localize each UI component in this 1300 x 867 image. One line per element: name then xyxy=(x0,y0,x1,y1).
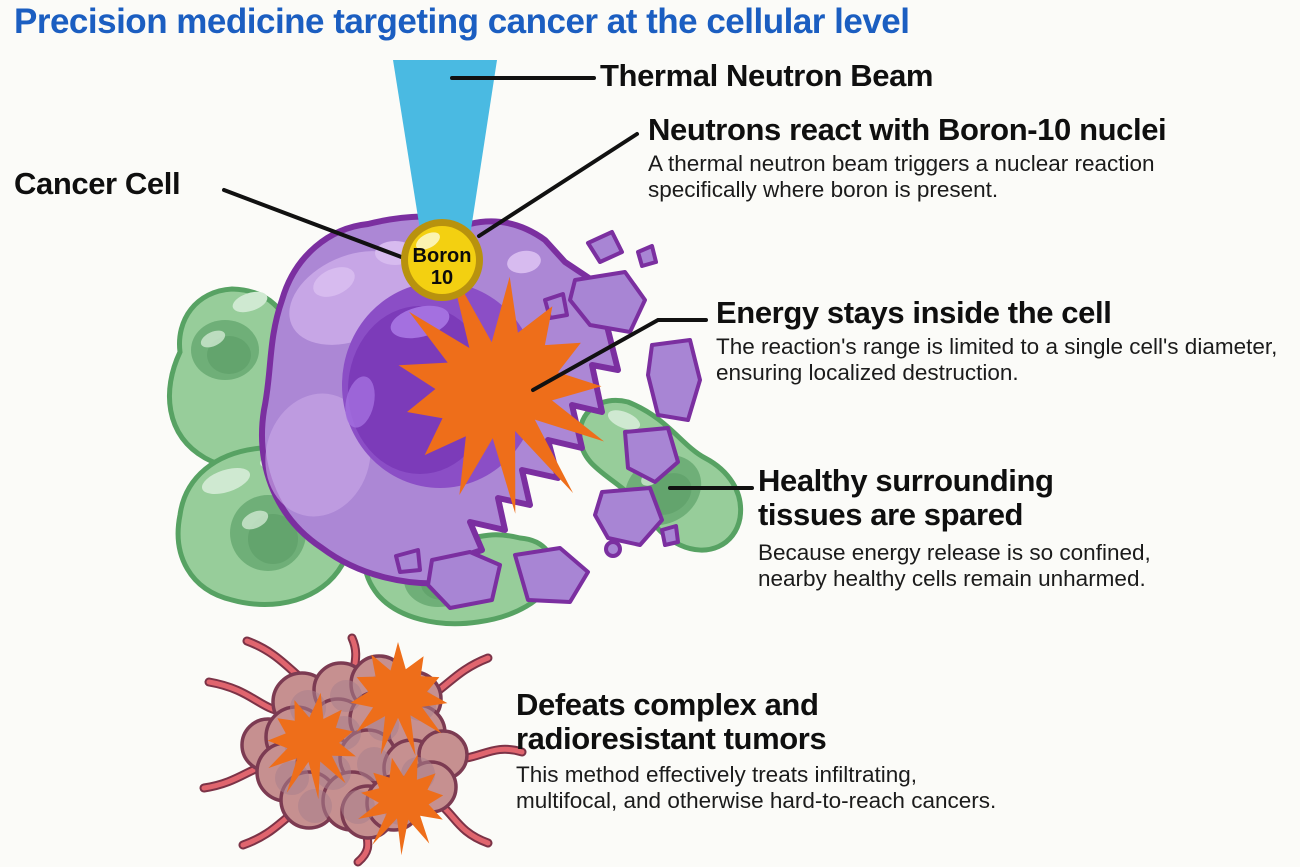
callout-energy-heading: Energy stays inside the cell xyxy=(716,295,1112,330)
energy-leader-line xyxy=(531,318,708,392)
callout-neutrons: Neutrons react with Boron-10 nuclei A th… xyxy=(648,112,1300,203)
callout-tumors-body: This method effectively treats infiltrat… xyxy=(516,762,997,814)
tumor-burst-3 xyxy=(358,754,444,856)
neutrons-leader-line xyxy=(477,132,639,238)
tumor-cluster xyxy=(199,633,527,867)
boron-label-line2: 10 xyxy=(431,267,453,289)
cell-fragments xyxy=(394,230,702,610)
callout-neutrons-heading: Neutrons react with Boron-10 nuclei xyxy=(648,112,1167,147)
boron-label-line1: Boron xyxy=(413,245,472,267)
callout-energy-body: The reaction's range is limited to a sin… xyxy=(716,334,1278,385)
boron-10-particle: Boron 10 xyxy=(401,219,483,301)
neutron-beam xyxy=(393,60,497,236)
cancer-leader-line xyxy=(222,188,406,260)
leader-lines xyxy=(222,76,754,490)
callout-tumors: Defeats complex and radioresistant tumor… xyxy=(516,687,1026,814)
callout-tumors-heading: Defeats complex and radioresistant tumor… xyxy=(516,687,827,757)
tumor-burst-2 xyxy=(350,642,448,756)
thermal-beam-label: Thermal Neutron Beam xyxy=(600,58,934,93)
callout-healthy: Healthy surrounding tissues are spared B… xyxy=(758,463,1228,592)
tumor-burst-1 xyxy=(267,692,356,800)
page-title: Precision medicine targeting cancer at t… xyxy=(14,2,910,41)
explosion-burst xyxy=(398,268,605,514)
cancer-cell-label: Cancer Cell xyxy=(14,166,181,201)
callout-healthy-body: Because energy release is so confined, n… xyxy=(758,540,1151,592)
callout-healthy-heading: Healthy surrounding tissues are spared xyxy=(758,463,1054,533)
callout-energy: Energy stays inside the cell The reactio… xyxy=(716,295,1300,386)
callout-neutrons-body: A thermal neutron beam triggers a nuclea… xyxy=(648,151,1155,202)
